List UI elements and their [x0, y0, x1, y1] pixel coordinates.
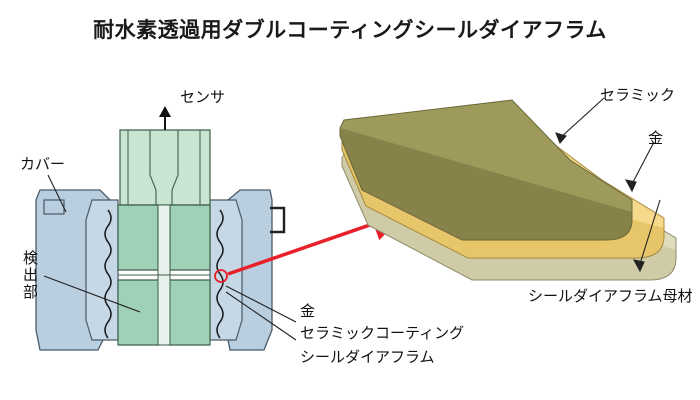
leader-lines-left	[43, 174, 297, 341]
detector-lower-left	[117, 279, 161, 346]
leader-lines-right	[555, 97, 661, 273]
detector-upper-left	[117, 204, 159, 271]
detector-upper-right	[169, 204, 211, 271]
page-title: 耐水素透過用ダブルコーティングシールダイアフラム	[93, 18, 607, 42]
label-seal-diaphragm: シールダイアフラム	[300, 348, 435, 366]
highlight-circle	[214, 269, 228, 283]
label-cover: カバー	[20, 155, 66, 173]
label-ceramic-coating: セラミックコーティング	[300, 324, 465, 342]
layer-stack	[339, 99, 677, 281]
label-detector: 検出部	[23, 249, 39, 301]
seal-diaphragm-right	[216, 209, 224, 339]
label-base-material: シールダイアフラム母材	[528, 287, 693, 305]
pointer-arrow	[227, 207, 407, 276]
label-gold-right: 金	[648, 129, 664, 147]
sensor-stem	[119, 129, 211, 206]
label-sensor: センサ	[180, 88, 226, 106]
label-ceramic: セラミック	[600, 86, 676, 104]
sensor-cross-section	[35, 106, 286, 351]
detector-lower-right	[167, 279, 211, 346]
label-gold-left: 金	[300, 302, 316, 320]
housing-left	[85, 199, 119, 341]
seal-diaphragm-left	[104, 209, 112, 339]
cover-right-handle	[270, 206, 286, 234]
